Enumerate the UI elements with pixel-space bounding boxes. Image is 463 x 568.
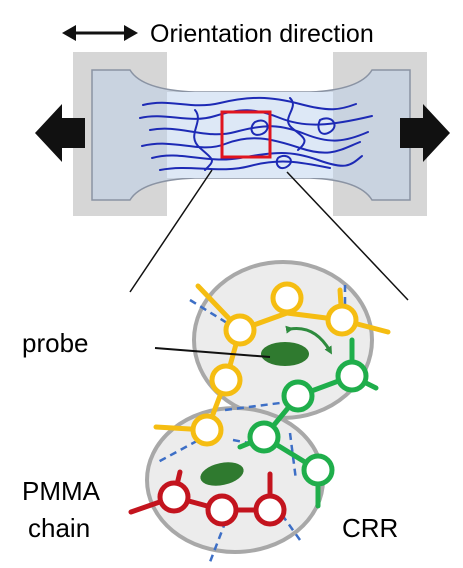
pmma-label-line1: PMMA <box>22 476 101 506</box>
tensile-specimen <box>73 52 427 216</box>
rotation-arrow-icon <box>285 325 333 355</box>
oriented-chains <box>139 96 373 171</box>
red-chain <box>128 469 287 527</box>
yellow-chain <box>153 281 391 447</box>
double-headed-arrow-icon <box>62 25 138 41</box>
probe-label: probe <box>22 328 89 358</box>
probe-molecule-upper <box>261 342 309 366</box>
right-arrow-icon <box>400 104 450 162</box>
pmma-label-line2: chain <box>28 513 90 543</box>
left-arrow-icon <box>35 104 85 162</box>
zoom-line-left <box>129 169 213 293</box>
green-chain <box>237 337 379 509</box>
crr-label: CRR <box>342 513 398 543</box>
probe-molecule-lower <box>200 462 244 486</box>
zoom-line-right <box>286 171 409 301</box>
orientation-direction-label: Orientation direction <box>150 20 374 48</box>
probe-pointer-line <box>154 347 271 358</box>
highlight-box <box>220 110 272 159</box>
